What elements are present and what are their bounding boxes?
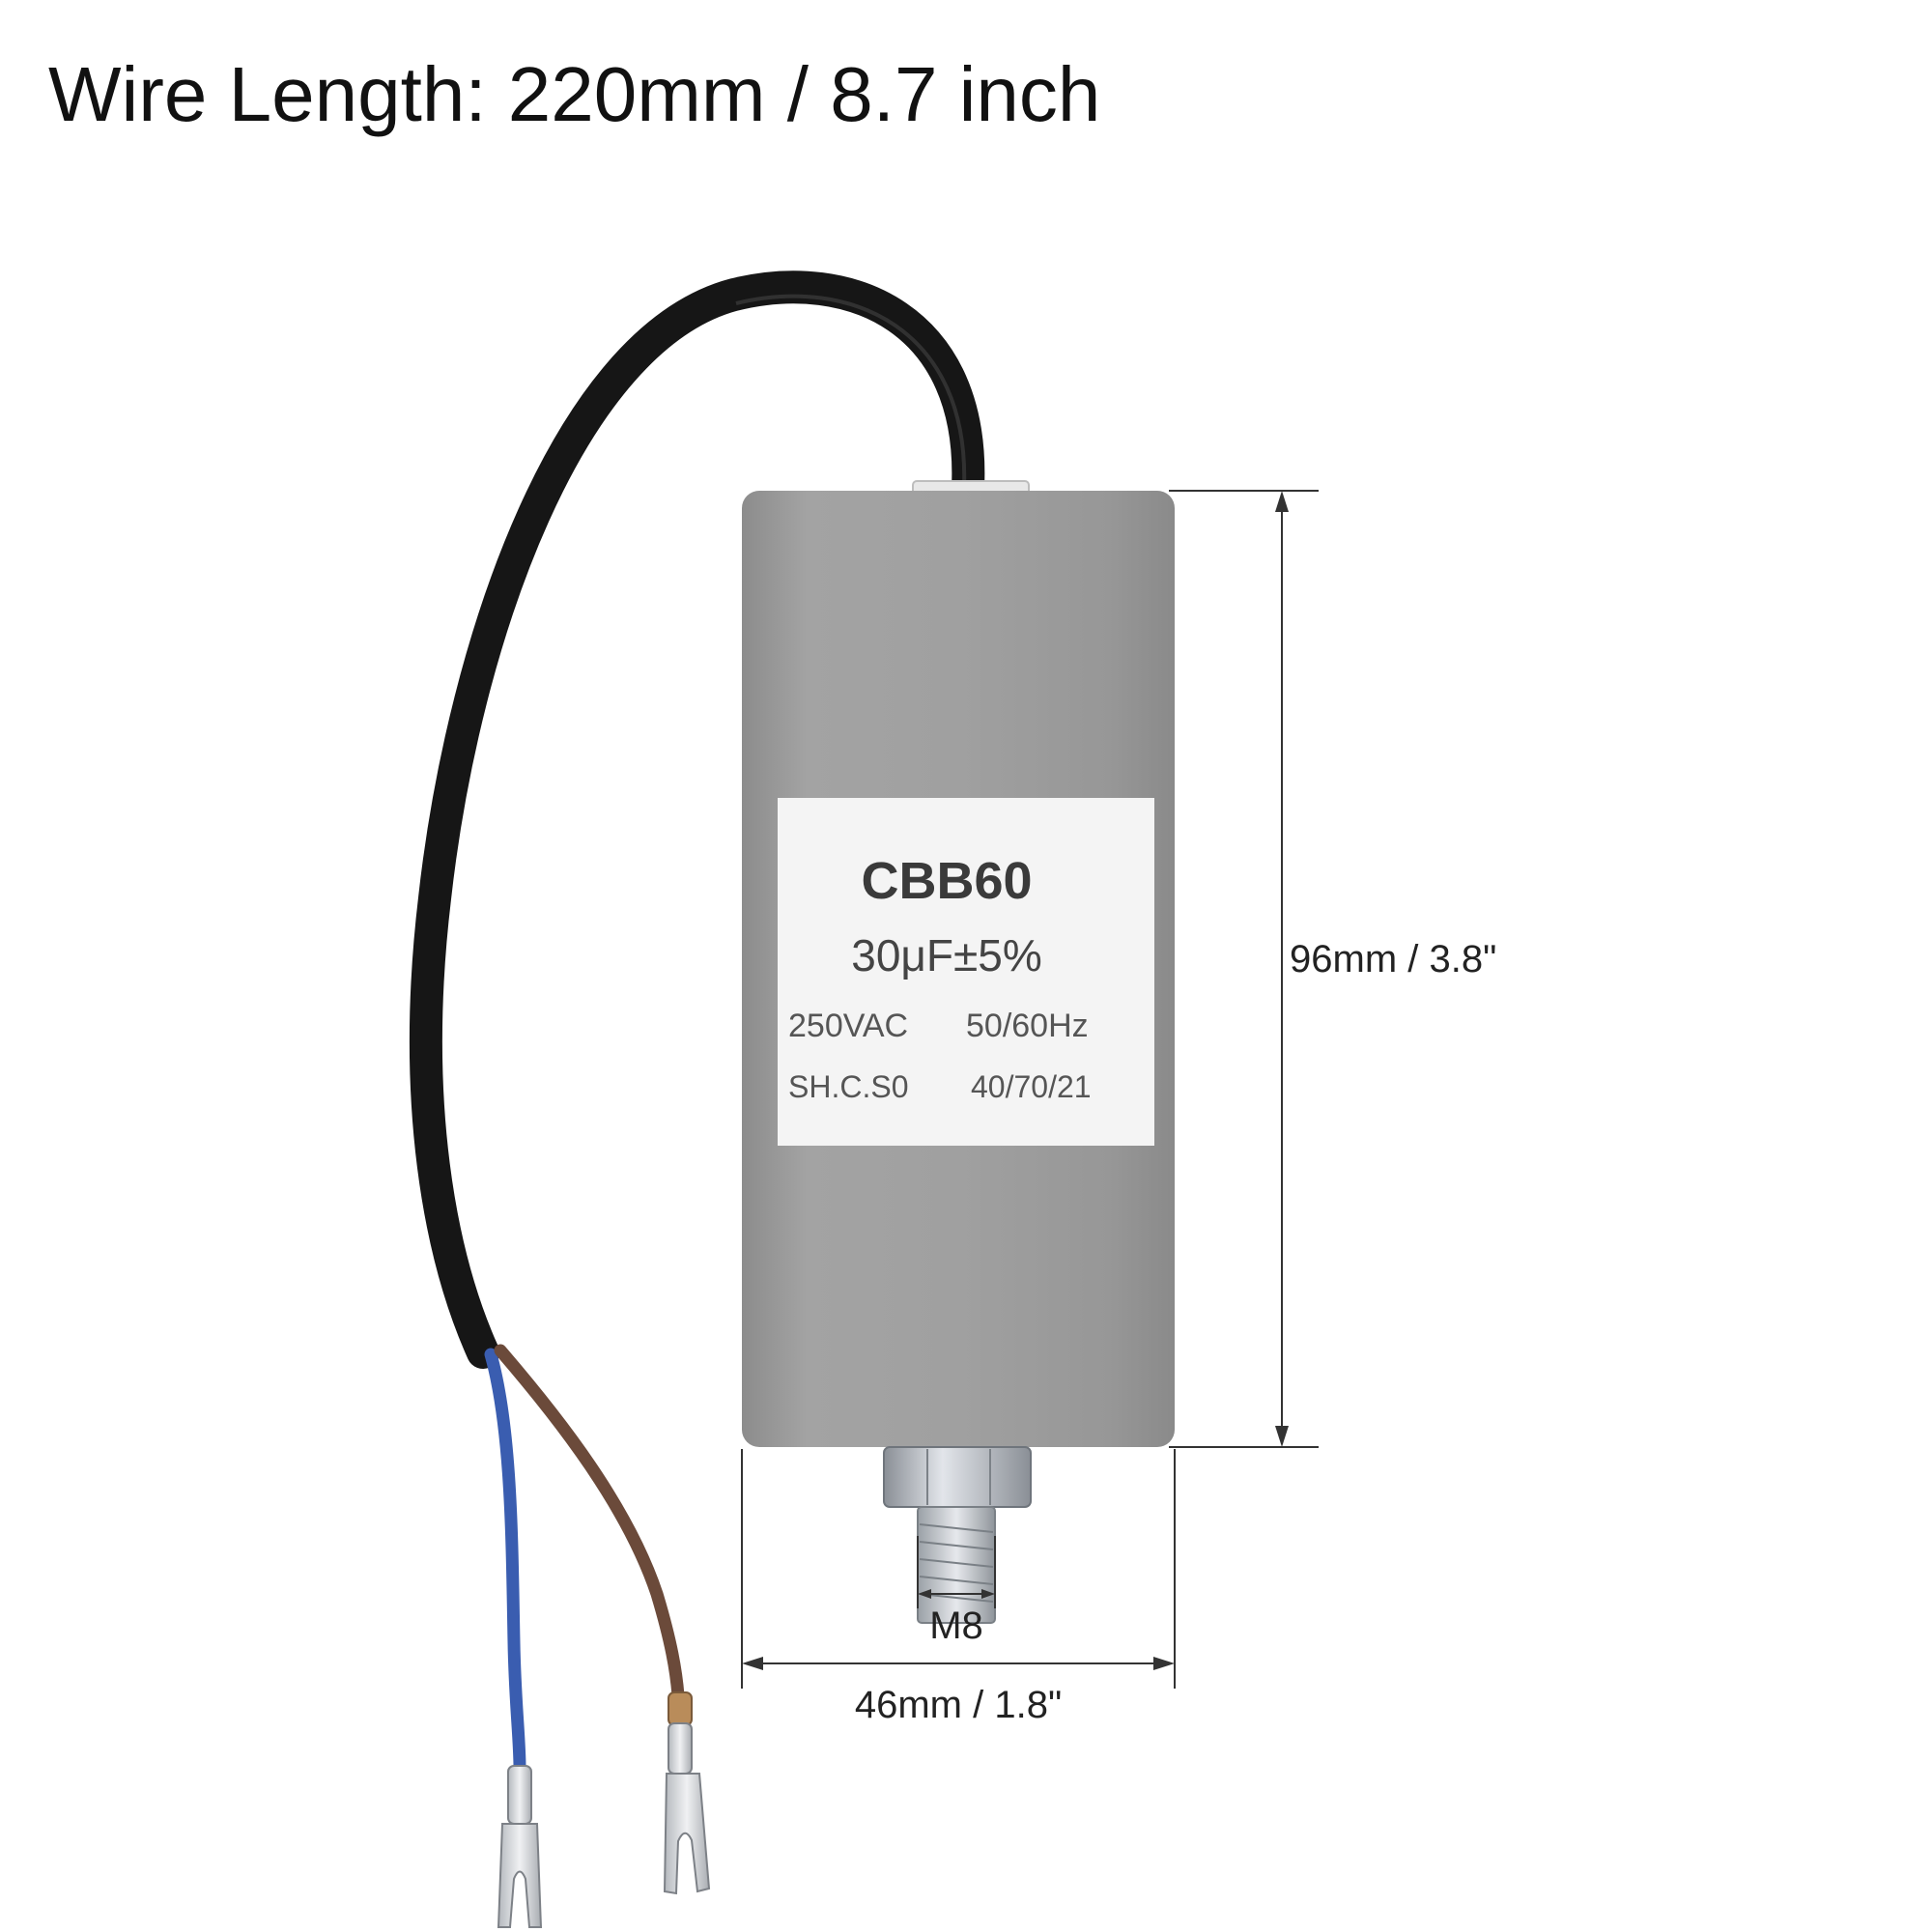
label-capacitance: 30μF±5%: [851, 930, 1042, 980]
label-model: CBB60: [861, 852, 1032, 910]
diameter-dimension-text: 46mm / 1.8": [855, 1684, 1062, 1726]
brown-wire-lug: [663, 1691, 711, 1895]
diameter-dimension: [741, 1449, 1176, 1689]
label-climate: 40/70/21: [971, 1069, 1092, 1104]
blue-wire-lug: [497, 1765, 543, 1928]
mounting-nut: [883, 1446, 1032, 1508]
capacitor-label: [778, 798, 1154, 1146]
label-frequency: 50/60Hz: [966, 1008, 1089, 1044]
height-dimension-text: 96mm / 3.8": [1290, 938, 1496, 980]
black-cable: [410, 270, 985, 1369]
brown-wire: [494, 1344, 685, 1702]
height-dimension: [1169, 490, 1319, 1448]
label-class: SH.C.S0: [788, 1069, 908, 1104]
label-voltage: 250VAC: [788, 1008, 908, 1044]
wire-length-title: Wire Length: 220mm / 8.7 inch: [48, 51, 1101, 137]
thread-dimension: [917, 1536, 996, 1608]
thread-dimension-text: M8: [929, 1605, 983, 1647]
blue-wire: [484, 1348, 526, 1775]
